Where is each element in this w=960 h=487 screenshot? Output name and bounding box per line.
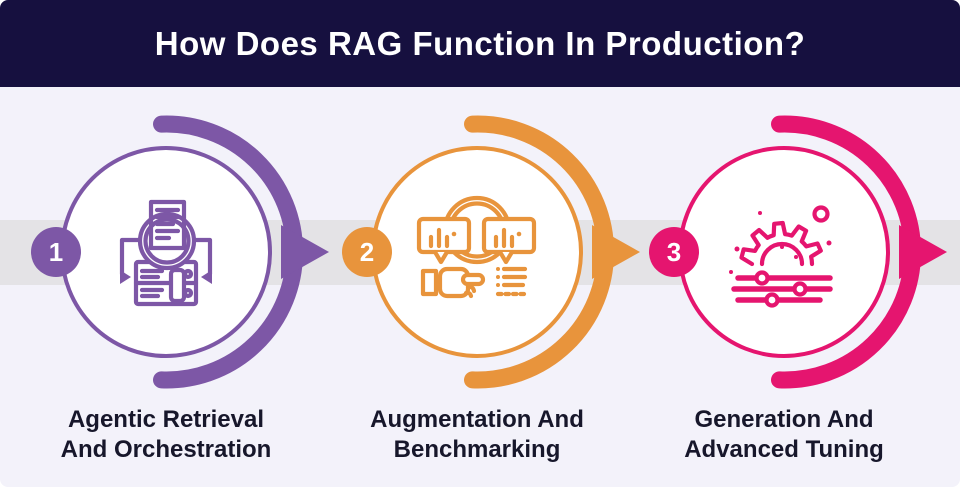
page-title: How Does RAG Function In Production? xyxy=(154,24,806,62)
step-3-number-badge: 3 xyxy=(649,227,699,277)
retrieval-orchestration-icon xyxy=(119,199,213,307)
step-3-arrow-icon xyxy=(899,225,947,279)
generation-tuning-icon xyxy=(729,205,833,308)
step-3-label: Generation And Advanced Tuning xyxy=(614,405,954,465)
step-2-label-line2: Benchmarking xyxy=(393,436,561,463)
step-1-label-line2: And Orchestration xyxy=(60,436,272,463)
step-1-arrow-icon xyxy=(281,225,329,279)
step-2-number-badge: 2 xyxy=(342,227,392,277)
diagram-body: 1 Agentic Retrieval And Orchestration xyxy=(0,87,960,487)
step-2-label: Augmentation And Benchmarking xyxy=(307,405,647,465)
step-2-label-line1: Augmentation And xyxy=(370,406,584,433)
step-3-arc-graphic xyxy=(678,115,947,389)
step-3-circle xyxy=(678,146,890,358)
augmentation-benchmarking-icon xyxy=(416,195,537,299)
step-1-label: Agentic Retrieval And Orchestration xyxy=(0,405,336,465)
step-1-arc-graphic xyxy=(60,115,329,389)
step-2-arrow-icon xyxy=(592,225,640,279)
step-1-label-line1: Agentic Retrieval xyxy=(67,406,265,433)
step-2-circle xyxy=(371,146,583,358)
step-2-arc-graphic xyxy=(371,115,640,389)
step-1-number-badge: 1 xyxy=(31,227,81,277)
step-3-label-line2: Advanced Tuning xyxy=(684,436,884,463)
step-3-label-line1: Generation And xyxy=(694,406,874,433)
header: How Does RAG Function In Production? xyxy=(0,0,960,87)
